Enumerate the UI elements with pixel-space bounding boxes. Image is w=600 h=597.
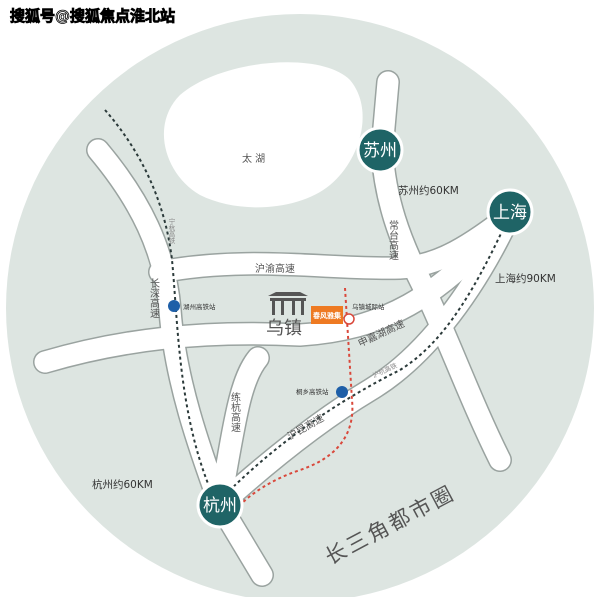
watermark: 搜狐号@搜狐焦点淮北站 [10, 7, 175, 25]
lake-label: 太 湖 [242, 152, 265, 165]
svg-text:苏州: 苏州 [363, 141, 397, 161]
station-wuzhen-intercity: 乌镇城际站 [343, 302, 385, 325]
distance-hangzhou: 杭州约60KM [92, 478, 153, 491]
town-wuzhen: 乌镇 [266, 292, 308, 339]
station-huzhou: 湖州高铁站 [168, 300, 216, 312]
svg-text:湖州高铁站: 湖州高铁站 [183, 302, 216, 311]
rail-label-ninghang: 宁杭高铁 [167, 217, 175, 246]
distance-suzhou: 苏州约60KM [398, 184, 459, 197]
road-label-lianhang: 练杭高速 [229, 391, 241, 432]
project-marker[interactable]: 春风雅集 [311, 306, 343, 324]
city-hangzhou[interactable]: 杭州 [196, 481, 244, 529]
distance-shanghai: 上海约90KM [495, 272, 556, 285]
road-label-changshen: 长深高速 [148, 278, 160, 318]
lake-taihu [163, 62, 363, 208]
train-station-icon [336, 386, 348, 398]
city-suzhou[interactable]: 苏州 [356, 126, 404, 174]
rail-huhang [224, 224, 506, 496]
svg-text:上海: 上海 [493, 203, 527, 223]
roads [33, 70, 522, 587]
svg-text:杭州: 杭州 [203, 496, 237, 516]
city-shanghai[interactable]: 上海 [486, 188, 534, 236]
archway-icon [268, 292, 308, 315]
road-label-changtai: 常台高速 [387, 219, 399, 260]
svg-text:乌镇: 乌镇 [266, 318, 302, 339]
metro-line [239, 287, 354, 506]
train-station-icon [168, 300, 180, 312]
metro-icon [343, 313, 355, 325]
region-circle [6, 14, 594, 597]
station-tongxiang: 桐乡高铁站 [296, 386, 348, 398]
road-label-huyu: 沪渝高速 [255, 262, 295, 275]
svg-text:春风雅集: 春风雅集 [312, 311, 342, 320]
svg-text:桐乡高铁站: 桐乡高铁站 [296, 387, 329, 396]
svg-text:乌镇城际站: 乌镇城际站 [352, 302, 385, 311]
